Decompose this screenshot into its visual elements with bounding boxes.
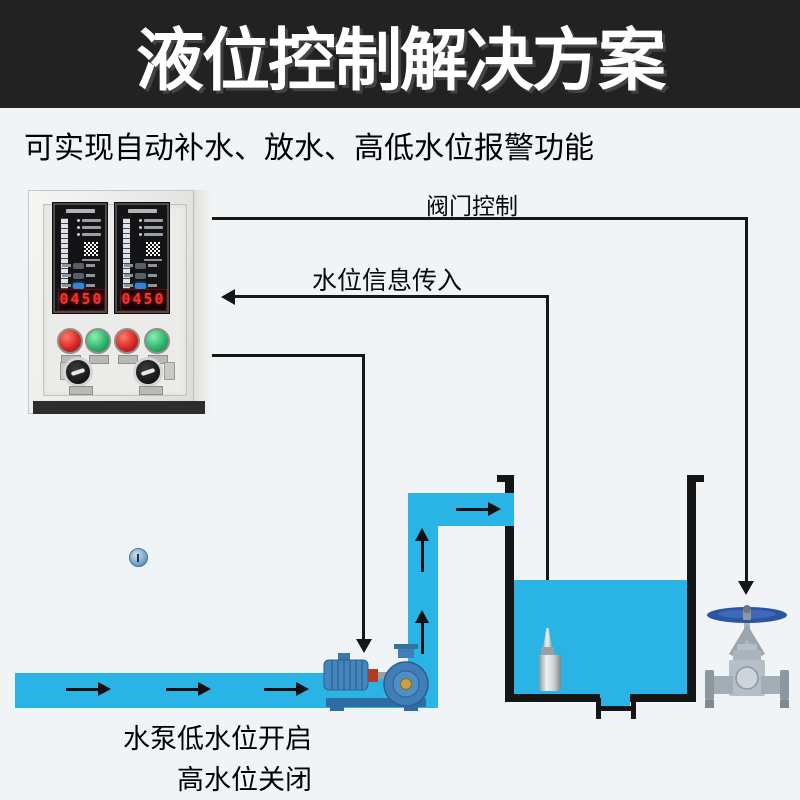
led-readout: 0450 — [58, 289, 105, 311]
gate-valve — [705, 605, 789, 708]
level-display-unit-2: 0450 — [115, 203, 169, 313]
cabinet-side-face — [193, 190, 212, 414]
cabinet-base-shadow — [33, 401, 205, 414]
subtitle: 可实现自动补水、放水、高低水位报警功能 — [24, 132, 594, 165]
inlet-wall-passthrough — [505, 493, 514, 526]
flow-arrow-icon — [456, 502, 501, 517]
valve-control-arrowhead-icon — [738, 581, 754, 595]
pump-rule-note-line2: 高水位关闭 — [177, 765, 312, 795]
flow-arrow-icon — [66, 682, 111, 697]
valve-control-label: 阀门控制 — [426, 193, 518, 219]
rotary-knob-1 — [63, 357, 93, 387]
pump-control-line-horizontal — [210, 354, 365, 357]
led-readout: 0450 — [120, 289, 167, 311]
display-title-marks — [66, 209, 95, 213]
pushbutton-red-1 — [57, 328, 83, 354]
rotary-knob-2 — [133, 357, 163, 387]
button-label-plate — [89, 355, 109, 364]
pump-rule-note-line1: 水泵低水位开启 — [123, 724, 312, 754]
level-display-unit-1: 0450 — [53, 203, 107, 313]
knob-label-plate — [139, 386, 163, 395]
qr-code — [146, 242, 160, 256]
display-button-row — [62, 262, 104, 269]
drain-fitting — [596, 706, 636, 711]
pump-control-arrowhead-icon — [356, 639, 372, 653]
indicator-row — [77, 233, 101, 236]
knob-latch-plate — [164, 362, 175, 380]
pump-control-line-vertical — [362, 354, 365, 640]
knob-label-plate — [69, 386, 93, 395]
level-sensor-probe — [539, 655, 561, 691]
display-button-row — [124, 262, 166, 269]
flow-arrow-icon — [264, 682, 309, 697]
valve-control-line-vertical — [745, 217, 748, 582]
display-button-row — [62, 282, 104, 289]
water-pump — [323, 644, 429, 711]
tank-right-wall — [687, 475, 696, 702]
display-button-row — [124, 282, 166, 289]
qr-code — [84, 242, 98, 256]
display-button-row — [62, 272, 104, 279]
display-button-row — [124, 272, 166, 279]
water-level-line-horizontal — [234, 295, 548, 298]
tank-left-wall — [505, 475, 514, 702]
indicator-row — [139, 226, 163, 229]
page-title: 液位控制解决方案 — [135, 22, 666, 99]
pushbutton-green-2 — [144, 328, 170, 354]
flow-arrow-icon — [166, 682, 211, 697]
level-controller-cabinet: 0450 0450 — [28, 190, 212, 567]
key-switch — [129, 548, 148, 567]
indicator-row — [77, 219, 101, 222]
level-sensor-collar — [541, 647, 554, 656]
water-level-arrowhead-icon — [221, 289, 235, 305]
sensor-cable — [546, 295, 549, 628]
pushbutton-green-1 — [85, 328, 111, 354]
header-banner: 液位控制解决方案 — [0, 0, 800, 108]
level-scale-gauge — [123, 218, 130, 296]
flow-arrow-icon — [415, 528, 430, 572]
level-scale-gauge — [61, 218, 68, 296]
valve-control-line-horizontal — [210, 217, 748, 220]
indicator-row — [139, 219, 163, 222]
drain-water — [600, 694, 630, 706]
display-title-marks — [128, 209, 157, 213]
flow-arrow-icon — [415, 610, 430, 654]
display-caption-marks — [144, 259, 162, 261]
tank-bottom-left — [505, 694, 600, 702]
tank-bottom-right — [630, 694, 696, 702]
indicator-row — [139, 233, 163, 236]
level-sensor-taper — [543, 628, 552, 648]
display-caption-marks — [82, 259, 100, 261]
indicator-row — [77, 226, 101, 229]
water-level-info-label: 水位信息传入 — [311, 267, 462, 295]
pushbutton-red-2 — [114, 328, 140, 354]
